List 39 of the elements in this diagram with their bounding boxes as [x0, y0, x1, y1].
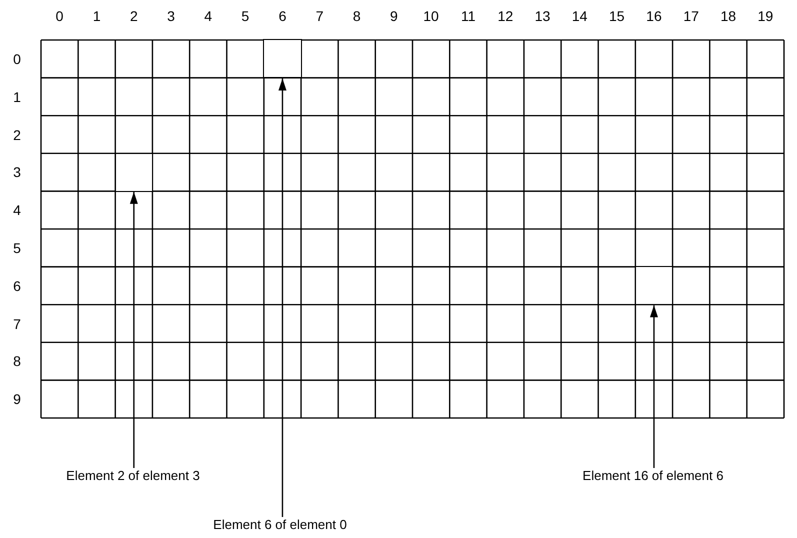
callout-text: Element 2 of element 3 — [66, 468, 200, 484]
callout-text: Element 16 of element 6 — [582, 468, 724, 484]
row-index: 9 — [13, 391, 21, 408]
column-index: 5 — [241, 8, 250, 24]
row-index: 6 — [13, 278, 21, 294]
column-index: 3 — [167, 8, 175, 24]
column-index: 6 — [278, 8, 286, 24]
row-index: 4 — [13, 202, 21, 218]
array-cell — [634, 266, 674, 306]
row-index: 2 — [13, 126, 21, 142]
row-index: 0 — [13, 50, 21, 67]
leader-arrow — [278, 78, 286, 517]
column-index: 18 — [720, 8, 736, 24]
column-index: 9 — [390, 8, 398, 24]
column-index: 11 — [460, 8, 476, 24]
array-cell — [263, 39, 302, 78]
leader-arrow — [650, 305, 658, 468]
leader-arrow — [130, 192, 138, 468]
row-index: 5 — [13, 240, 21, 256]
column-index: 17 — [683, 8, 699, 24]
column-index: 15 — [609, 8, 625, 24]
column-index: 7 — [316, 8, 324, 24]
row-index: 7 — [13, 316, 21, 332]
column-index: 14 — [572, 8, 588, 24]
column-index: 16 — [646, 8, 662, 24]
row-index: 8 — [13, 353, 21, 370]
row-index: 1 — [13, 88, 21, 105]
row-index: 3 — [13, 164, 21, 180]
array-cell — [114, 152, 154, 192]
column-index: 13 — [534, 8, 550, 24]
column-index: 0 — [56, 8, 64, 24]
column-index: 4 — [204, 8, 212, 24]
callout-text: Element 6 of element 0 — [213, 517, 347, 533]
column-index: 12 — [498, 8, 514, 24]
column-index: 19 — [758, 8, 774, 24]
column-index: 8 — [352, 8, 361, 24]
column-index: 1 — [92, 8, 101, 24]
column-index: 10 — [423, 8, 439, 24]
column-index: 2 — [130, 8, 138, 24]
